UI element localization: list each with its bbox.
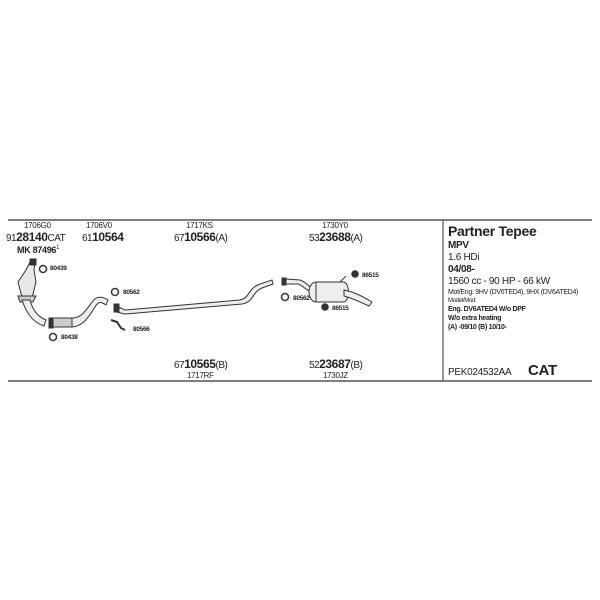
clip-label[interactable]: 80438 (61, 334, 78, 341)
part-code: 1706G0 (24, 221, 51, 230)
part-note: MK 874961 (17, 245, 59, 256)
part-suffix: CAT (47, 233, 66, 244)
part-code: 1717KS (186, 221, 213, 230)
part-number-link[interactable]: 9128140CAT (6, 230, 66, 245)
middle-pipe (113, 279, 274, 315)
part-suffix: (B) (215, 360, 228, 371)
cat-label: CAT (528, 362, 557, 379)
rear-silencer (281, 275, 373, 307)
engine: 1.6 HDi (448, 252, 480, 263)
part-number: 28140 (16, 230, 48, 244)
clip-label[interactable]: 80566 (133, 326, 150, 333)
part-code: 1730JZ (323, 371, 348, 380)
specs: 1560 cc - 90 HP - 66 kW (448, 276, 550, 287)
part-note-sup: 1 (56, 245, 60, 251)
motor-codes: Mot/Eng: 9HV (DV6TED4), 9HX (DV6ATED4) (448, 289, 579, 296)
part-prefix: 67 (174, 233, 185, 244)
part-suffix: (A) (350, 233, 363, 244)
part-number: 23687 (319, 357, 351, 371)
part-number-link[interactable]: 6110564 (82, 231, 124, 245)
model-title: Partner Tepee (448, 223, 537, 239)
heating-note: W/o extra heating (448, 315, 502, 322)
model-mod-label: Model/Mod: (448, 298, 477, 304)
part-suffix: (A) (215, 233, 228, 244)
part-prefix: 52 (309, 360, 320, 371)
part-prefix: 67 (174, 360, 185, 371)
engine-note: Eng. DV6ATED4 W/o DPF (448, 306, 526, 313)
part-note-text: MK 87496 (17, 245, 57, 255)
part-number-link[interactable]: 6710565(B) (174, 357, 228, 372)
clip-label[interactable]: 80562 (123, 289, 140, 296)
clip-label[interactable]: 86515 (332, 305, 349, 312)
part-number-link[interactable]: 5223687(B) (309, 357, 363, 372)
part-number-link[interactable]: 6710566(A) (174, 230, 228, 245)
part-number: 10566 (184, 230, 216, 244)
part-suffix: (B) (350, 360, 363, 371)
date-range: 04/08- (448, 264, 475, 275)
part-number: 10565 (184, 357, 216, 371)
part-prefix: 61 (82, 233, 93, 244)
part-number: 23688 (319, 230, 351, 244)
part-number: 10564 (92, 230, 124, 244)
catalytic-converter (17, 258, 47, 327)
clip-label[interactable]: 80439 (50, 265, 67, 272)
part-number-link[interactable]: 5323688(A) (309, 230, 363, 245)
reference-code: PEK024532AA (448, 367, 512, 378)
part-prefix: 53 (309, 233, 320, 244)
body-type: MPV (448, 240, 469, 251)
clip-label[interactable]: 86515 (362, 272, 379, 279)
front-pipe (48, 296, 109, 329)
part-code: 1706V0 (86, 221, 112, 230)
clip-icons (38, 264, 359, 342)
part-prefix: 91 (6, 233, 17, 244)
variant-note: (A) -09/10 (B) 10/10- (448, 324, 507, 331)
part-code: 1717RF (187, 371, 214, 380)
clip-label[interactable]: 80562 (293, 295, 310, 302)
part-code: 1730Y0 (322, 221, 348, 230)
